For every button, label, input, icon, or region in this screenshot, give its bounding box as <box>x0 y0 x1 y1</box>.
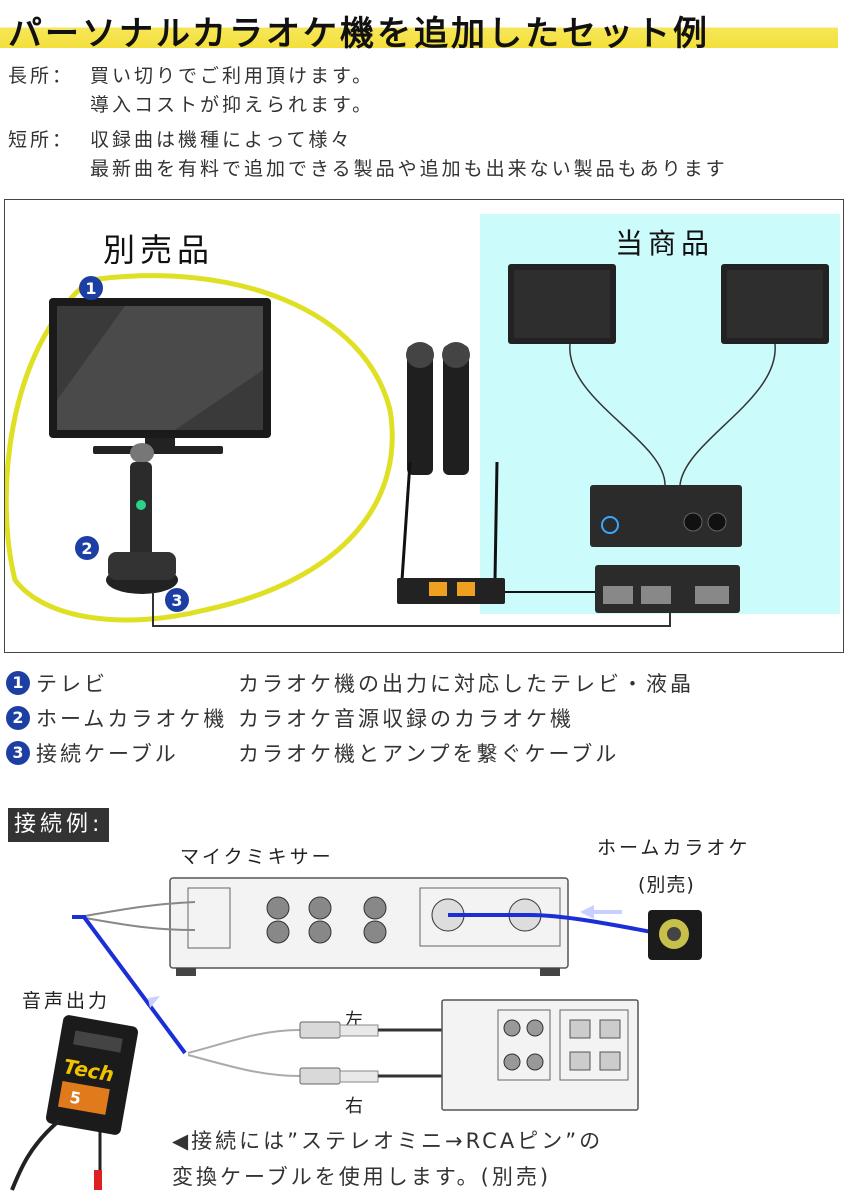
wireless-mic-icon <box>406 342 470 475</box>
legend-desc: カラオケ音源収録のカラオケ機 <box>238 706 574 731</box>
pros-key: 長所： <box>8 65 75 87</box>
audio-out-label: 音声出力 <box>22 990 111 1012</box>
badge-1-icon <box>79 276 103 300</box>
pros-line: 買い切りでご利用頂けます。 <box>90 65 375 87</box>
home-karaoke-label: ホームカラオケ <box>597 837 751 859</box>
setup-diagram: 別売品 当商品 1 2 3 <box>4 199 844 653</box>
conversion-cable-icon: Tech 5 <box>10 1015 139 1191</box>
legend-desc: カラオケ機とアンプを繋ぐケーブル <box>238 741 620 766</box>
speaker-right-icon <box>721 264 829 344</box>
rca-plug-right-icon <box>299 1067 379 1085</box>
connection-heading: 接続例: <box>8 808 110 842</box>
connection-note-line: ◀接続には”ステレオミニ→RCAピン”の <box>172 1129 604 1153</box>
speaker-left-icon <box>508 264 616 344</box>
cons-line: 最新曲を有料で追加できる製品や追加も出来ない製品もあります <box>90 158 728 180</box>
amplifier-rear-panel-icon <box>441 999 639 1111</box>
pros-line: 導入コストが抑えられます。 <box>90 94 375 116</box>
legend-name: 接続ケーブル <box>36 741 179 766</box>
rca-plug-left-icon <box>299 1021 379 1039</box>
pros-row: 長所： 買い切りでご利用頂けます。 導入コストが抑えられます。 <box>8 62 728 120</box>
connection-illustration: Tech 5 <box>10 877 702 1191</box>
badge-3-icon <box>165 588 189 612</box>
badge-2-icon <box>75 536 99 560</box>
cons-row: 短所： 収録曲は機種によって様々 最新曲を有料で追加できる製品や追加も出来ない製… <box>8 126 728 184</box>
legend-name: テレビ <box>36 671 108 696</box>
legend-desc: カラオケ機の出力に対応したテレビ・液晶 <box>238 671 694 696</box>
right-channel-label: 右 <box>345 1096 366 1117</box>
cons-key: 短所： <box>8 129 75 151</box>
mixer-rear-panel-icon <box>169 877 569 976</box>
connection-note: ◀接続には”ステレオミニ→RCAピン”の 変換ケーブルを使用します。(別売) <box>172 1123 603 1195</box>
legend-item: 1 テレビ カラオケ機の出力に対応したテレビ・液晶 <box>6 665 694 700</box>
page-title: パーソナルカラオケ機を追加したセット例 <box>8 14 710 54</box>
home-karaoke-icon <box>106 443 178 594</box>
separate-items-loop <box>5 273 395 623</box>
title-bar <box>0 14 838 48</box>
cable-number-text: 5 <box>68 1088 82 1109</box>
badge-2-text: 2 <box>81 539 92 558</box>
setup-illustration: 1 2 3 <box>5 264 829 627</box>
badge-1-text: 1 <box>85 279 96 298</box>
sold-separately-label: 別売品 <box>103 231 215 269</box>
wireless-receiver-icon <box>397 461 505 604</box>
pros-cons-block: 長所： 買い切りでご利用頂けます。 導入コストが抑えられます。 短所： 収録曲は… <box>8 62 728 184</box>
legend-number-icon: 1 <box>6 670 30 695</box>
mixer-label: マイクミキサー <box>180 846 334 868</box>
badge-3-text: 3 <box>171 591 182 610</box>
karaoke-jack-icon <box>648 910 702 960</box>
tv-icon <box>49 298 271 454</box>
connection-note-line: 変換ケーブルを使用します。(別売) <box>172 1165 552 1189</box>
legend: 1 テレビ カラオケ機の出力に対応したテレビ・液晶 2 ホームカラオケ機 カラオ… <box>6 665 694 770</box>
legend-name: ホームカラオケ機 <box>36 706 228 731</box>
this-product-label: 当商品 <box>615 227 715 260</box>
home-karaoke-note: (別売) <box>638 874 695 896</box>
mic-mixer-icon <box>595 565 740 613</box>
legend-item: 2 ホームカラオケ機 カラオケ音源収録のカラオケ機 <box>6 700 694 735</box>
amplifier-icon <box>590 485 742 547</box>
cons-line: 収録曲は機種によって様々 <box>90 129 353 151</box>
legend-number-icon: 2 <box>6 705 30 730</box>
legend-item: 3 接続ケーブル カラオケ機とアンプを繋ぐケーブル <box>6 735 694 770</box>
legend-number-icon: 3 <box>6 740 30 765</box>
